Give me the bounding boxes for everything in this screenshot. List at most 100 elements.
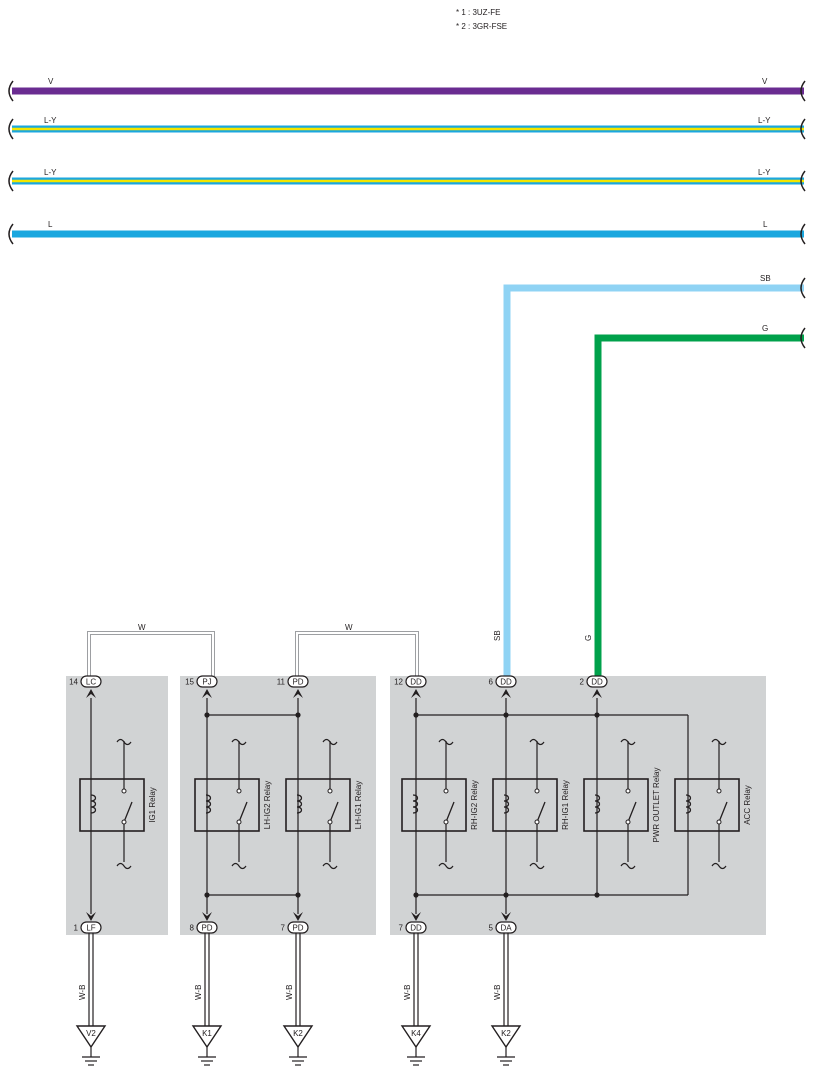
pin-arrow bbox=[202, 689, 212, 698]
pin-number: 2 bbox=[580, 678, 585, 687]
jumper-wires: W W bbox=[87, 623, 419, 676]
connector-code: PJ bbox=[202, 678, 211, 687]
wire-break-right bbox=[800, 327, 806, 349]
wire-label: W-B bbox=[285, 985, 294, 1000]
connector-code: LC bbox=[86, 678, 96, 687]
switch-arm bbox=[718, 801, 728, 823]
pin-number: 11 bbox=[277, 678, 286, 687]
pin-arrow bbox=[501, 912, 511, 921]
connector-code: DA bbox=[500, 924, 512, 933]
wire-label-right: SB bbox=[760, 274, 771, 283]
wire-break bbox=[322, 738, 338, 746]
connector-top-lc: LC 14 bbox=[69, 675, 102, 698]
wire-break-right bbox=[800, 223, 806, 245]
wire-break-left bbox=[8, 118, 14, 140]
ground-point: W-B K2 bbox=[282, 933, 314, 1066]
coil bbox=[205, 794, 212, 814]
ground-code: V2 bbox=[86, 1029, 96, 1038]
bottom-connectors: LF 1 PD 8 PD 7 DD 7 DA 5 bbox=[74, 912, 517, 934]
pin-arrow bbox=[411, 912, 421, 921]
relay: RH-IG1 Relay bbox=[492, 738, 570, 870]
wire-break bbox=[711, 738, 727, 746]
connector-code: DD bbox=[410, 678, 422, 687]
connector-bottom-pd-8: PD 8 bbox=[190, 912, 218, 934]
pin-arrow bbox=[86, 912, 96, 921]
wire-break bbox=[620, 862, 636, 870]
wire-break bbox=[231, 738, 247, 746]
relay-label: IG1 Relay bbox=[148, 787, 157, 823]
relay-label: RH-IG1 Relay bbox=[561, 780, 570, 830]
wire-break bbox=[529, 738, 545, 746]
coil bbox=[503, 794, 510, 814]
relay-label: ACC Relay bbox=[743, 785, 752, 825]
wire-body bbox=[295, 631, 419, 676]
pin-number: 12 bbox=[394, 678, 403, 687]
pin-arrow bbox=[293, 912, 303, 921]
relay-label: RH-IG2 Relay bbox=[470, 780, 479, 830]
coil bbox=[594, 794, 601, 814]
connector-top-pd: PD 11 bbox=[277, 675, 309, 698]
splice-dots bbox=[204, 712, 600, 898]
wire-break-left bbox=[8, 80, 14, 102]
pin-number: 1 bbox=[74, 924, 79, 933]
wire-break bbox=[438, 862, 454, 870]
switch-arm bbox=[536, 801, 546, 823]
connector-bottom-pd-7: PD 7 bbox=[281, 912, 309, 934]
wire-label-vertical: G bbox=[584, 635, 593, 641]
ground-code: K1 bbox=[202, 1029, 212, 1038]
ground-point: W-BK4 bbox=[400, 933, 432, 1066]
coil bbox=[296, 794, 303, 814]
wire-body bbox=[594, 334, 804, 676]
connector-code: DD bbox=[410, 924, 422, 933]
wire-break bbox=[231, 862, 247, 870]
wire-break-right bbox=[800, 118, 806, 140]
pin-number: 5 bbox=[489, 924, 494, 933]
connector-top-dd-12: DD 12 bbox=[394, 675, 427, 698]
ground-code: K4 bbox=[411, 1029, 421, 1038]
branch-wires: SB SB G G bbox=[493, 274, 806, 676]
pin-number: 7 bbox=[399, 924, 404, 933]
ground-triangle bbox=[490, 1025, 522, 1049]
connector-bottom-dd-7: DD 7 bbox=[399, 912, 427, 934]
wire-break-right bbox=[800, 80, 806, 102]
wire-break-left bbox=[8, 223, 14, 245]
branch-wire-g: G G bbox=[584, 324, 806, 676]
wire-label-left: L-Y bbox=[44, 168, 57, 177]
wire-body bbox=[503, 284, 804, 676]
connector-code: PD bbox=[292, 924, 303, 933]
connector-bottom-lf: LF 1 bbox=[74, 912, 102, 934]
wire-break bbox=[711, 862, 727, 870]
wire-label-left: L bbox=[48, 220, 53, 229]
bus-wire-ly-1: L-Y L-Y bbox=[8, 116, 806, 140]
relay-label: LH-IG2 Relay bbox=[263, 781, 272, 829]
pin-number: 15 bbox=[185, 678, 194, 687]
ground-triangle bbox=[400, 1025, 432, 1049]
wire-break bbox=[116, 738, 132, 746]
branch-wire-sb: SB SB bbox=[493, 274, 806, 676]
wire-break bbox=[116, 862, 132, 870]
wire-label-right: L bbox=[763, 220, 768, 229]
ground-code: K2 bbox=[501, 1029, 511, 1038]
wire-break-right bbox=[800, 277, 806, 299]
switch-arm bbox=[627, 801, 637, 823]
coil bbox=[90, 794, 97, 814]
wire-label-left: L-Y bbox=[44, 116, 57, 125]
relay: PWR OUTLET Relay bbox=[583, 738, 661, 870]
pin-arrow bbox=[293, 689, 303, 698]
jumper-w-1: W bbox=[87, 623, 215, 676]
relay: IG1 Relay bbox=[79, 738, 157, 870]
wire-body bbox=[87, 631, 215, 676]
connector-bottom-da-5: DA 5 bbox=[489, 912, 517, 934]
bus-wires: V V L-Y L-Y L-Y L-Y L L bbox=[8, 77, 806, 245]
wire-label: W bbox=[345, 623, 353, 632]
panel-lh bbox=[180, 676, 376, 935]
wire-label-vertical: SB bbox=[493, 630, 502, 641]
top-connectors: LC 14 PJ 15 PD 11 DD 12 DD 6 bbox=[69, 675, 608, 698]
switch-arm bbox=[123, 801, 133, 823]
relay: ACC Relay bbox=[674, 738, 752, 870]
pin-arrow bbox=[86, 689, 96, 698]
ground-code: K2 bbox=[293, 1029, 303, 1038]
